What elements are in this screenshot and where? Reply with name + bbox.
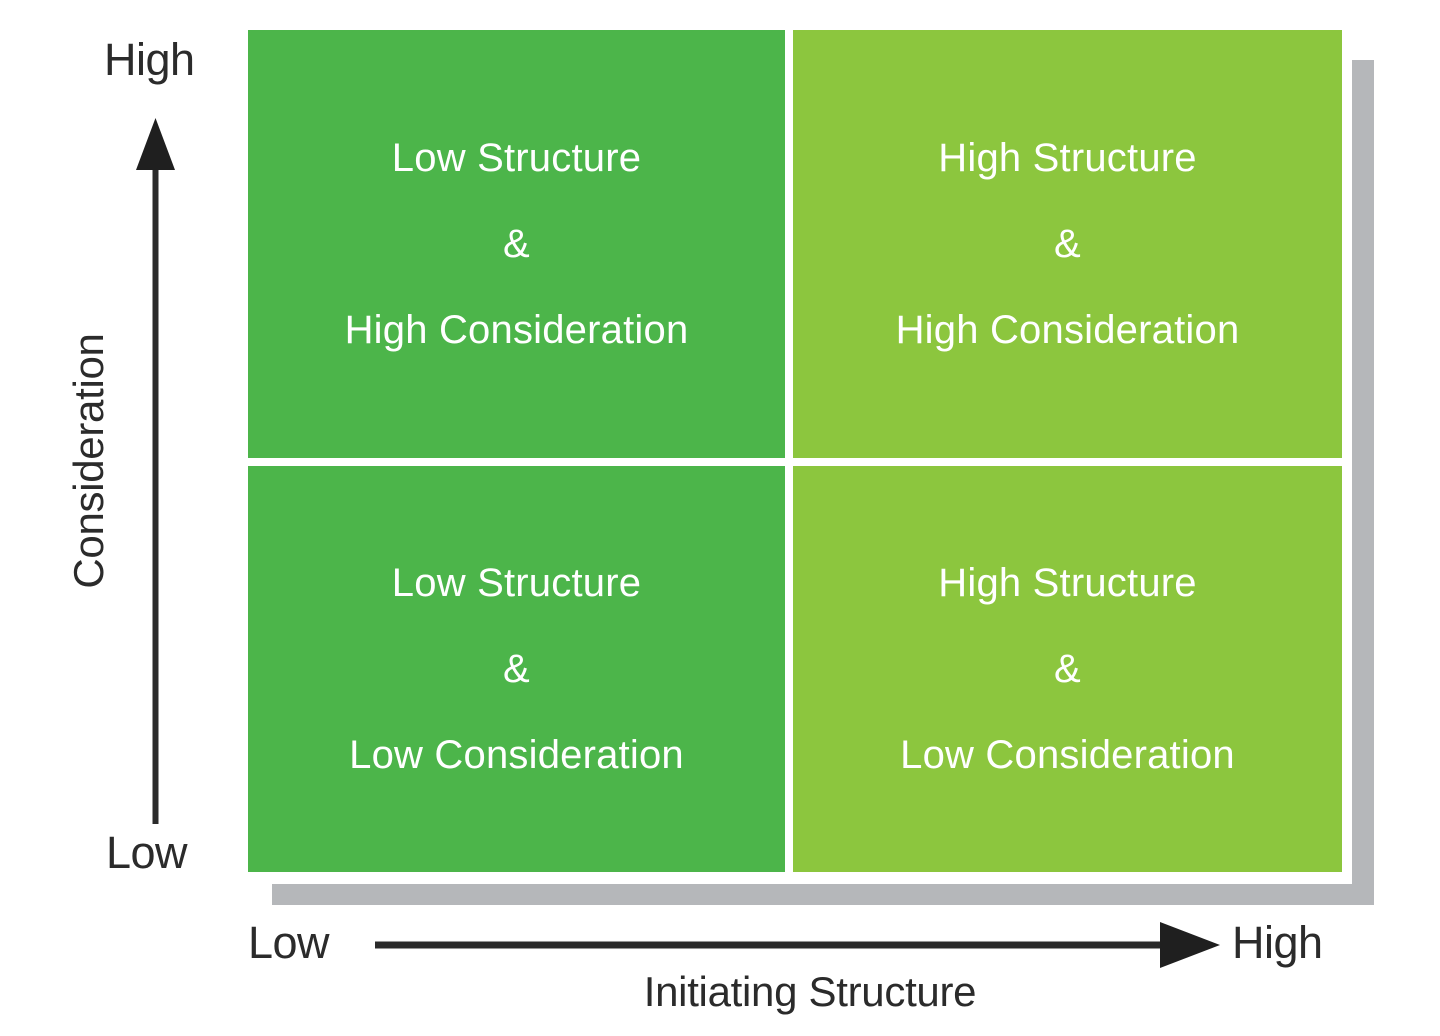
- y-axis-arrow-icon: [136, 118, 175, 824]
- quadrant-high-structure-low-consideration[interactable]: High Structure & Low Consideration: [793, 466, 1342, 872]
- quadrant-line-3: High Consideration: [895, 308, 1240, 352]
- y-axis-title: Consideration: [65, 333, 112, 589]
- x-axis-title: Initiating Structure: [643, 968, 977, 1015]
- matrix-divider-vertical-bottom: [785, 466, 793, 872]
- matrix-shadow-bottom: [272, 884, 1374, 905]
- quadrant-line-3: Low Consideration: [349, 733, 684, 777]
- y-axis-high-label: High: [104, 34, 195, 85]
- x-axis-low-label: Low: [248, 917, 330, 968]
- y-axis-low-label: Low: [106, 827, 188, 878]
- quadrant-matrix: Low Structure & High Consideration High …: [248, 30, 1342, 872]
- quadrant-line-1: High Structure: [938, 561, 1197, 605]
- quadrant-ampersand: &: [1054, 647, 1081, 691]
- quadrant-line-3: Low Consideration: [900, 733, 1235, 777]
- quadrant-line-1: Low Structure: [391, 136, 642, 180]
- matrix-shadow-right: [1352, 60, 1374, 905]
- matrix-divider-horizontal-right: [793, 458, 1342, 466]
- x-axis-high-label: High: [1232, 917, 1323, 968]
- matrix-divider-center: [785, 458, 793, 466]
- quadrant-ampersand: &: [503, 647, 530, 691]
- quadrant-ampersand: &: [503, 222, 530, 266]
- quadrant-low-structure-high-consideration[interactable]: Low Structure & High Consideration: [248, 30, 785, 458]
- matrix-divider-horizontal-left: [248, 458, 785, 466]
- quadrant-line-1: Low Structure: [391, 561, 642, 605]
- quadrant-high-structure-high-consideration[interactable]: High Structure & High Consideration: [793, 30, 1342, 458]
- x-axis-arrow-icon: [375, 922, 1220, 968]
- matrix-divider-vertical-top: [785, 30, 793, 458]
- quadrant-line-3: High Consideration: [344, 308, 689, 352]
- quadrant-ampersand: &: [1054, 222, 1081, 266]
- quadrant-line-1: High Structure: [938, 136, 1197, 180]
- quadrant-low-structure-low-consideration[interactable]: Low Structure & Low Consideration: [248, 466, 785, 872]
